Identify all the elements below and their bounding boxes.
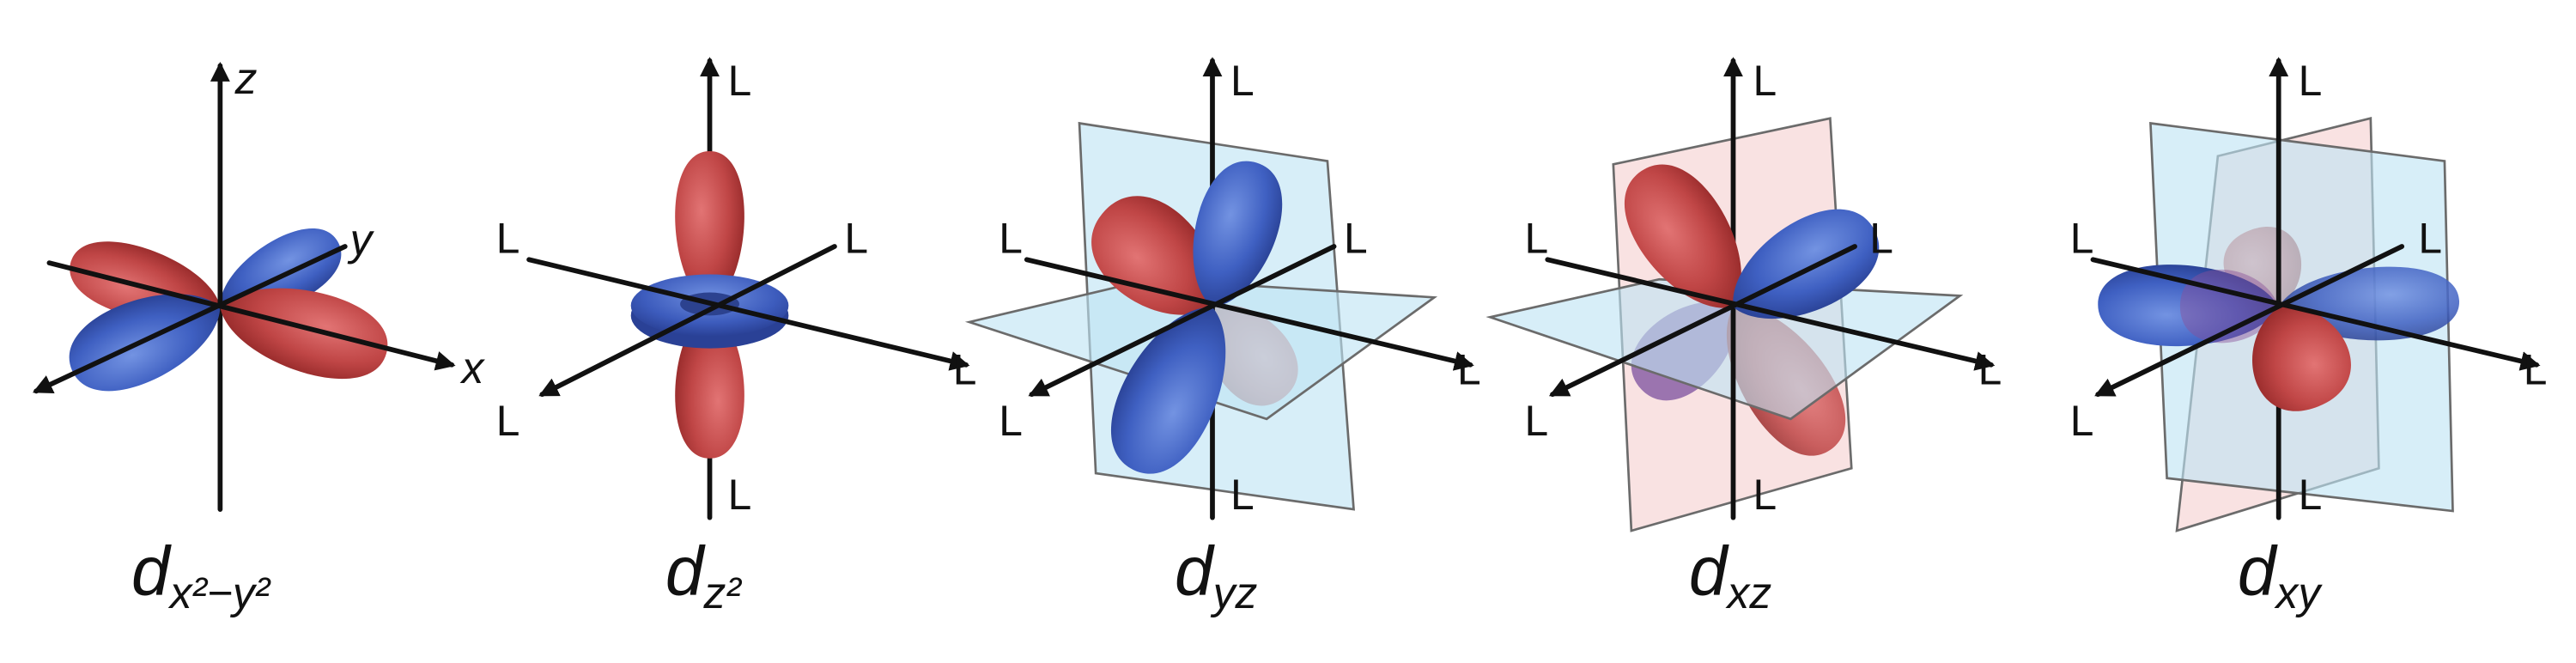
caption-subscript: yz: [1211, 568, 1258, 617]
label-L-bottom: L: [2299, 471, 2323, 519]
label-L-bottom: L: [728, 471, 752, 519]
label-L-bottom: L: [1230, 471, 1255, 519]
label-L-upper-right: L: [1344, 215, 1368, 263]
label-L-bottom: L: [1753, 471, 1777, 519]
caption-dxy: dxy: [2238, 533, 2324, 617]
diagonal-axis-b: [1028, 244, 1337, 398]
label-L-upper-right: L: [1869, 215, 1893, 263]
label-L-lower-right: L: [1457, 346, 1481, 394]
label-L-upper-left: L: [999, 215, 1023, 263]
diagonal-axis-a: [1024, 257, 1474, 371]
caption-base: d: [2238, 533, 2278, 611]
x-axis-label: x: [459, 343, 486, 392]
panel-dxy: L L L L L L dxy: [2070, 57, 2548, 617]
label-L-lower-right: L: [953, 346, 977, 394]
label-L-top: L: [728, 57, 752, 105]
diagonal-axis-b: [2094, 244, 2405, 398]
caption-dx2-y2: dx²−y²: [131, 533, 271, 617]
panel-dxz: L L L L L L dxz: [1485, 57, 2002, 617]
panel-dyz: L L L L L L dyz: [964, 57, 1481, 617]
label-L-top: L: [1230, 57, 1255, 105]
label-L-top: L: [2299, 57, 2323, 105]
diagonal-axis-a: [526, 257, 970, 371]
diagonal-axis-a: [2090, 257, 2541, 371]
label-L-lower-right: L: [2524, 346, 2548, 394]
y-axis-label: y: [348, 215, 375, 265]
panel-dx2-y2: z y x dx²−y²: [32, 53, 486, 617]
label-L-lower-left: L: [2070, 397, 2094, 445]
caption-base: d: [1175, 533, 1215, 611]
label-L-upper-left: L: [2070, 215, 2094, 263]
caption-subscript: z²: [703, 568, 743, 617]
caption-base: d: [131, 533, 172, 611]
caption-subscript: xz: [1725, 568, 1772, 617]
label-L-upper-right: L: [2418, 215, 2442, 263]
caption-dyz: dyz: [1175, 533, 1258, 617]
label-L-upper-left: L: [1525, 215, 1549, 263]
label-L-lower-left: L: [1525, 397, 1549, 445]
caption-base: d: [665, 533, 706, 611]
caption-dz2: dz²: [665, 533, 743, 617]
x-axis: [46, 260, 456, 371]
caption-subscript: xy: [2274, 568, 2324, 617]
label-L-lower-right: L: [1978, 346, 2002, 394]
y-axis: [32, 244, 348, 394]
diagonal-axis-a: [1545, 257, 1996, 371]
caption-base: d: [1689, 533, 1729, 611]
caption-dxz: dxz: [1689, 533, 1772, 617]
label-L-top: L: [1753, 57, 1777, 105]
z-axis-label: z: [234, 53, 258, 103]
caption-subscript: x²−y²: [167, 568, 271, 617]
label-L-upper-left: L: [496, 215, 520, 263]
label-L-lower-left: L: [999, 397, 1023, 445]
label-L-upper-right: L: [844, 215, 868, 263]
diagonal-axis-b: [538, 244, 837, 398]
label-L-lower-left: L: [496, 397, 520, 445]
panel-dz2: L L L L L L dz²: [496, 57, 977, 617]
horizontal-plane: [1485, 277, 1964, 421]
diagonal-axis-b: [1548, 244, 1857, 398]
